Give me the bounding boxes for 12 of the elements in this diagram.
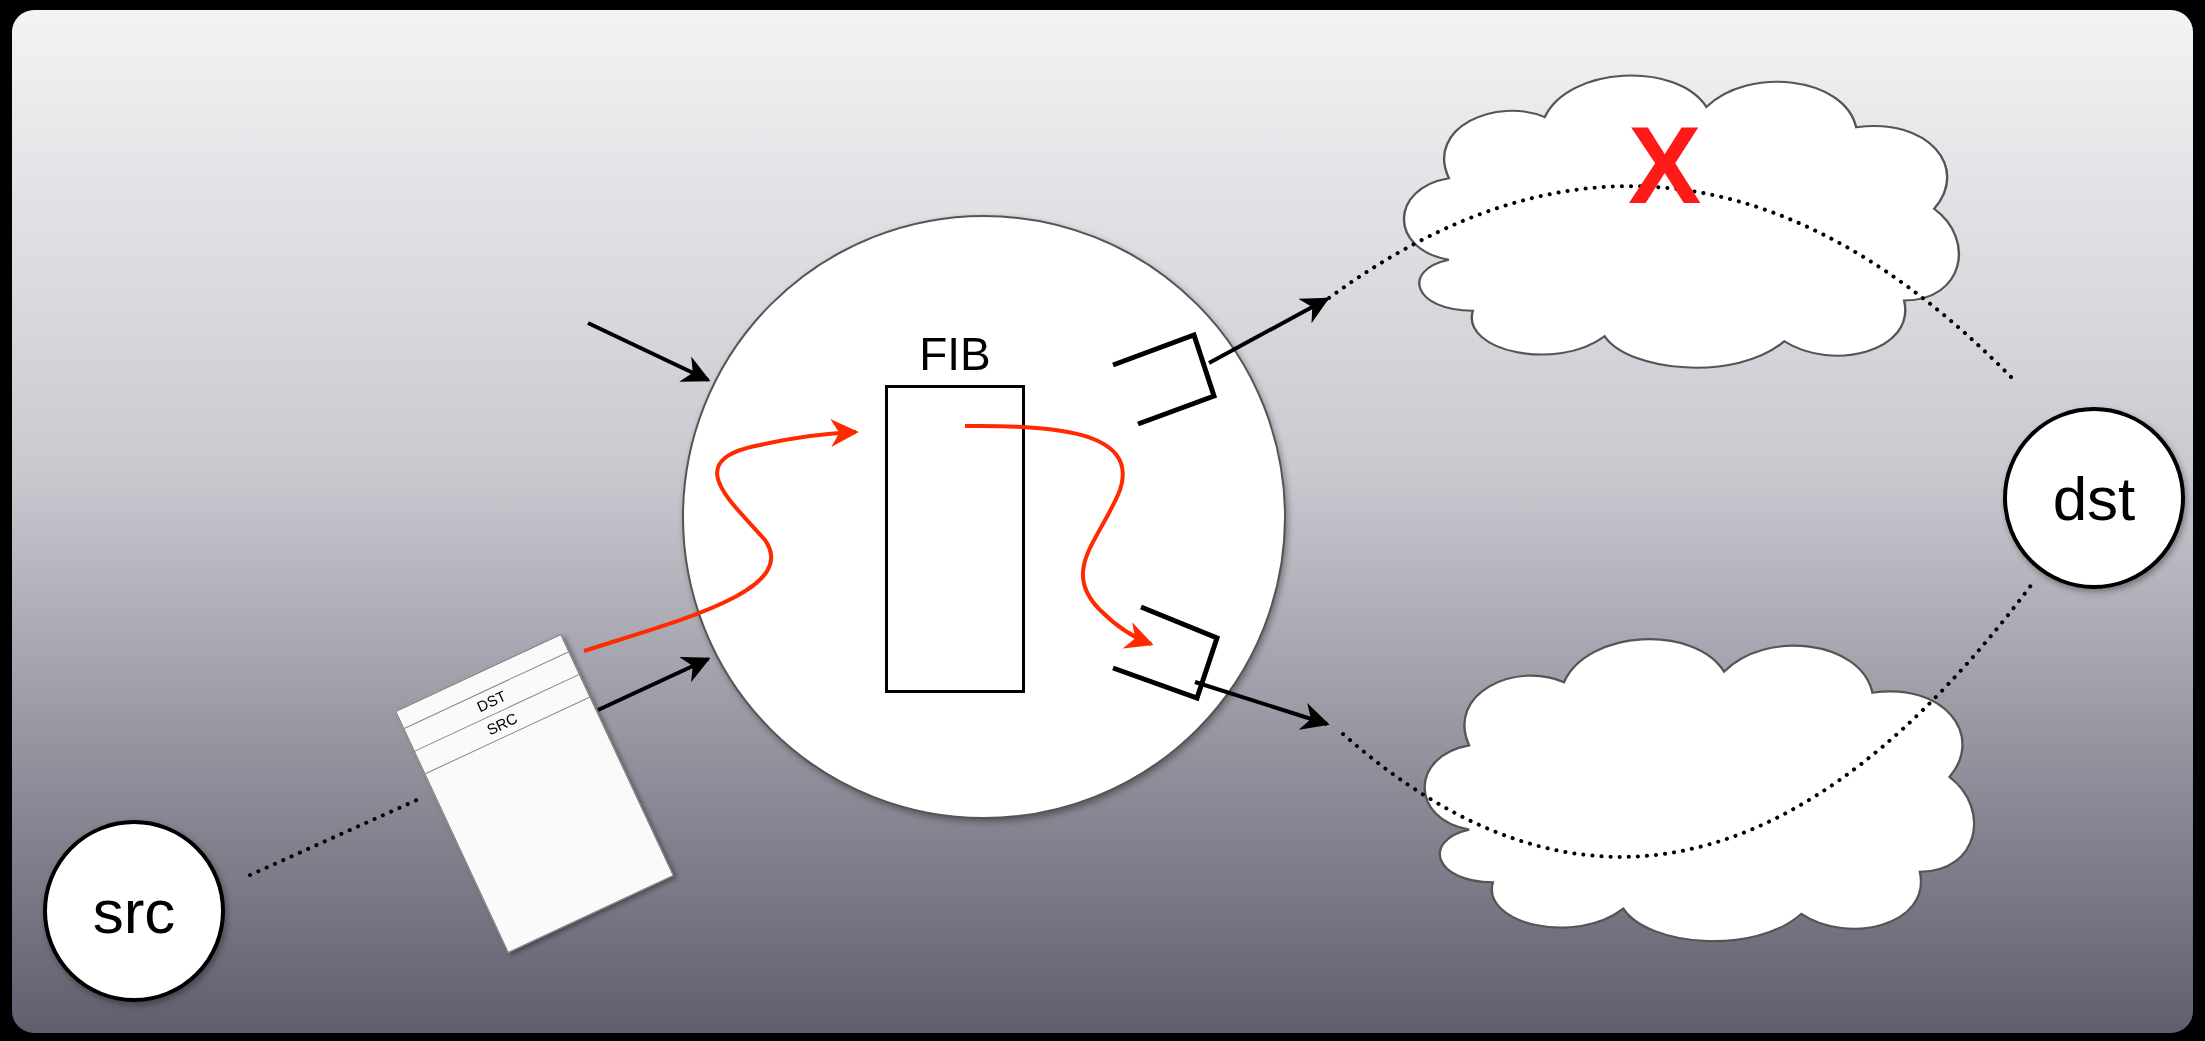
arrow (1194, 680, 1330, 730)
header-field: DST (474, 687, 509, 716)
dotted-line (248, 797, 421, 877)
table-heading: FIB (918, 329, 992, 379)
arrow (583, 419, 859, 653)
arrow (965, 423, 1154, 648)
dotted-line (1327, 184, 2013, 379)
arrow (587, 321, 711, 382)
arrow (597, 656, 711, 712)
dotted-line (1341, 582, 2034, 859)
arrow (1208, 297, 1330, 365)
failure-mark: X (1628, 110, 1702, 220)
